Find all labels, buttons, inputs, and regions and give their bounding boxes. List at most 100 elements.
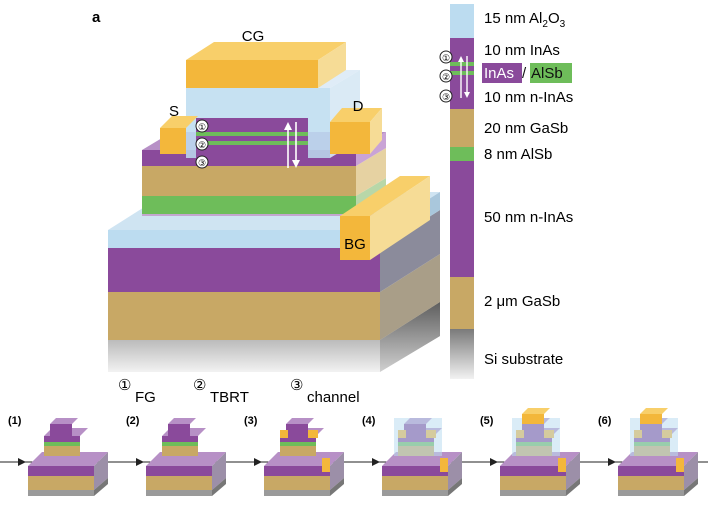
step-mesa-inas [162, 436, 198, 442]
step-inas [264, 466, 330, 476]
step-gate-stack [286, 424, 308, 436]
step-inas [382, 466, 448, 476]
col-marker-1: ① [442, 53, 450, 63]
drain-label: D [353, 98, 364, 115]
step-cg [640, 414, 662, 424]
step-mesa-inas [280, 436, 316, 442]
step-label: (1) [8, 415, 22, 427]
layer-label-si: Si substrate [484, 351, 563, 368]
col-alsb-8 [450, 147, 474, 161]
alsb-highlight [530, 63, 572, 83]
legend-marker-2: ② [193, 377, 206, 394]
col-marker-1-circle [439, 50, 453, 64]
drain-side [370, 108, 382, 154]
tbrt-layer-3 [196, 141, 308, 145]
step-mesa-inas [44, 436, 80, 442]
step-si [28, 490, 94, 496]
layer-label-sep: / [522, 65, 527, 82]
step-inas [500, 466, 566, 476]
col-gasb-2um [450, 277, 474, 329]
cg-label: CG [242, 28, 265, 45]
bg-front [340, 216, 370, 260]
marker-fg-circle [195, 119, 209, 133]
step-arrow-head [490, 458, 498, 466]
step-si-side [330, 478, 344, 496]
col-si [450, 329, 474, 379]
cg-side [318, 42, 346, 88]
col-n-inas-10 [450, 75, 474, 109]
fg-layer [196, 118, 308, 132]
drain-top [330, 108, 382, 122]
step-oxide [630, 418, 678, 456]
step-bg [440, 458, 448, 472]
step-si-side [448, 478, 462, 496]
step-bg [558, 458, 566, 472]
step-si [146, 490, 212, 496]
cg-top [186, 42, 346, 60]
step-gate-top [168, 418, 196, 424]
step-gate-stack [50, 424, 72, 436]
legend-marker-1: ① [118, 377, 131, 394]
step-inas [618, 466, 684, 476]
step-label: (4) [362, 415, 376, 427]
step-inas [28, 466, 94, 476]
step-cg [522, 414, 544, 424]
step-label: (2) [126, 415, 140, 427]
step-gasb [146, 476, 212, 490]
step-gate-stack [168, 424, 190, 436]
gasb-buffer-front [108, 292, 380, 340]
col-marker-2-circle [439, 69, 453, 83]
step-gasb [28, 476, 94, 490]
step-bg [676, 458, 684, 472]
step-gasb [264, 476, 330, 490]
step-si-side [566, 478, 580, 496]
step-side [684, 452, 698, 490]
layer-label-gasb-2um: 2 μm GaSb [484, 293, 560, 310]
marker-channel: ③ [198, 158, 206, 168]
step-arrow-head [254, 458, 262, 466]
step-si [500, 490, 566, 496]
step-mesa-gasb [44, 446, 80, 456]
step-cg-top [640, 408, 668, 414]
layer-label-gasb-20: 20 nm GaSb [484, 120, 568, 137]
marker-legend: ① FG ② TBRT ③ channel [118, 377, 360, 406]
main-device: CG S D BG ① ② ③ [108, 28, 440, 372]
step-gate-top [50, 418, 78, 424]
step-gate-top [286, 418, 314, 424]
col-gasb-20 [450, 109, 474, 147]
legend-label-channel: channel [307, 389, 360, 406]
step-si-side [94, 478, 108, 496]
step-label: (5) [480, 415, 494, 427]
source-contact [160, 128, 186, 154]
col-marker-3: ③ [442, 92, 450, 102]
layer-label-al2o3: 15 nm Al2O3 [484, 10, 566, 30]
layer-label-n-inas: 10 nm n-InAs [484, 89, 573, 106]
bg-side [370, 176, 430, 260]
step-drain [308, 430, 318, 438]
bg-top [340, 176, 430, 216]
gasb-20nm-side [356, 148, 386, 196]
layer-label-inas: 10 nm InAs [484, 42, 560, 59]
step-si-side [212, 478, 226, 496]
inas-highlight [482, 63, 522, 83]
marker-channel-circle [195, 155, 209, 169]
step-arrow-head [136, 458, 144, 466]
legend-label-tbrt: TBRT [210, 389, 249, 406]
col-tbrt-2 [450, 66, 474, 71]
step-label: (3) [244, 415, 258, 427]
arrow-head-up [284, 122, 292, 130]
cg-front [186, 60, 318, 88]
si-substrate-layer [108, 302, 440, 372]
step-mesa-gasb [162, 446, 198, 456]
step-si [264, 490, 330, 496]
layer-label-alsb-sl: AlSb [531, 65, 563, 82]
step-bg [322, 458, 330, 472]
layer-label-alsb-8: 8 nm AlSb [484, 146, 552, 163]
col-al2o3 [450, 4, 474, 38]
col-arrow-down-head [464, 92, 470, 98]
step-side [330, 452, 344, 490]
step-label: (6) [598, 415, 612, 427]
alsb-8nm-front [142, 196, 356, 214]
step-cg-top [522, 408, 550, 414]
